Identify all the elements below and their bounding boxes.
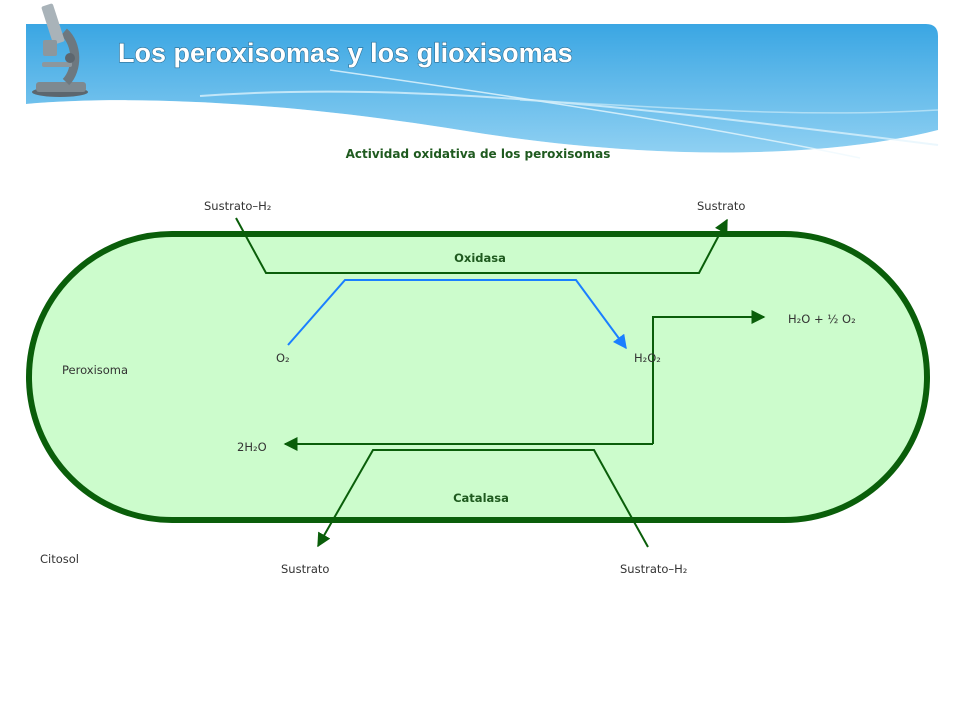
catalase-substrate-out: Sustrato — [281, 562, 329, 576]
oxidase-label: Oxidasa — [454, 251, 506, 265]
water-label: 2H₂O — [237, 440, 267, 454]
h2o2-label: H₂O₂ — [634, 351, 661, 365]
catalase-label: Catalasa — [453, 491, 509, 505]
header-banner — [26, 24, 939, 163]
peroxisome-label: Peroxisoma — [62, 363, 128, 377]
catalase-product-label: H₂O + ½ O₂ — [788, 312, 856, 326]
catalase-substrate-arrow — [317, 449, 649, 548]
catalase-product-arrow — [652, 310, 766, 444]
cytosol-label: Citosol — [40, 552, 79, 566]
o2-label: O₂ — [276, 351, 290, 365]
peroxisome-membrane — [26, 231, 930, 523]
microscope-icon — [32, 3, 88, 97]
oxygen-arrow — [287, 279, 627, 350]
oxidase-substrate-out: Sustrato — [697, 199, 745, 213]
oxidase-substrate-in: Sustrato–H₂ — [204, 199, 271, 213]
catalase-substrate-in: Sustrato–H₂ — [620, 562, 687, 576]
oxidase-substrate-arrow — [235, 217, 728, 274]
page-title: Los peroxisomas y los glioxisomas — [118, 38, 573, 68]
diagram-subtitle: Actividad oxidativa de los peroxisomas — [346, 147, 611, 161]
